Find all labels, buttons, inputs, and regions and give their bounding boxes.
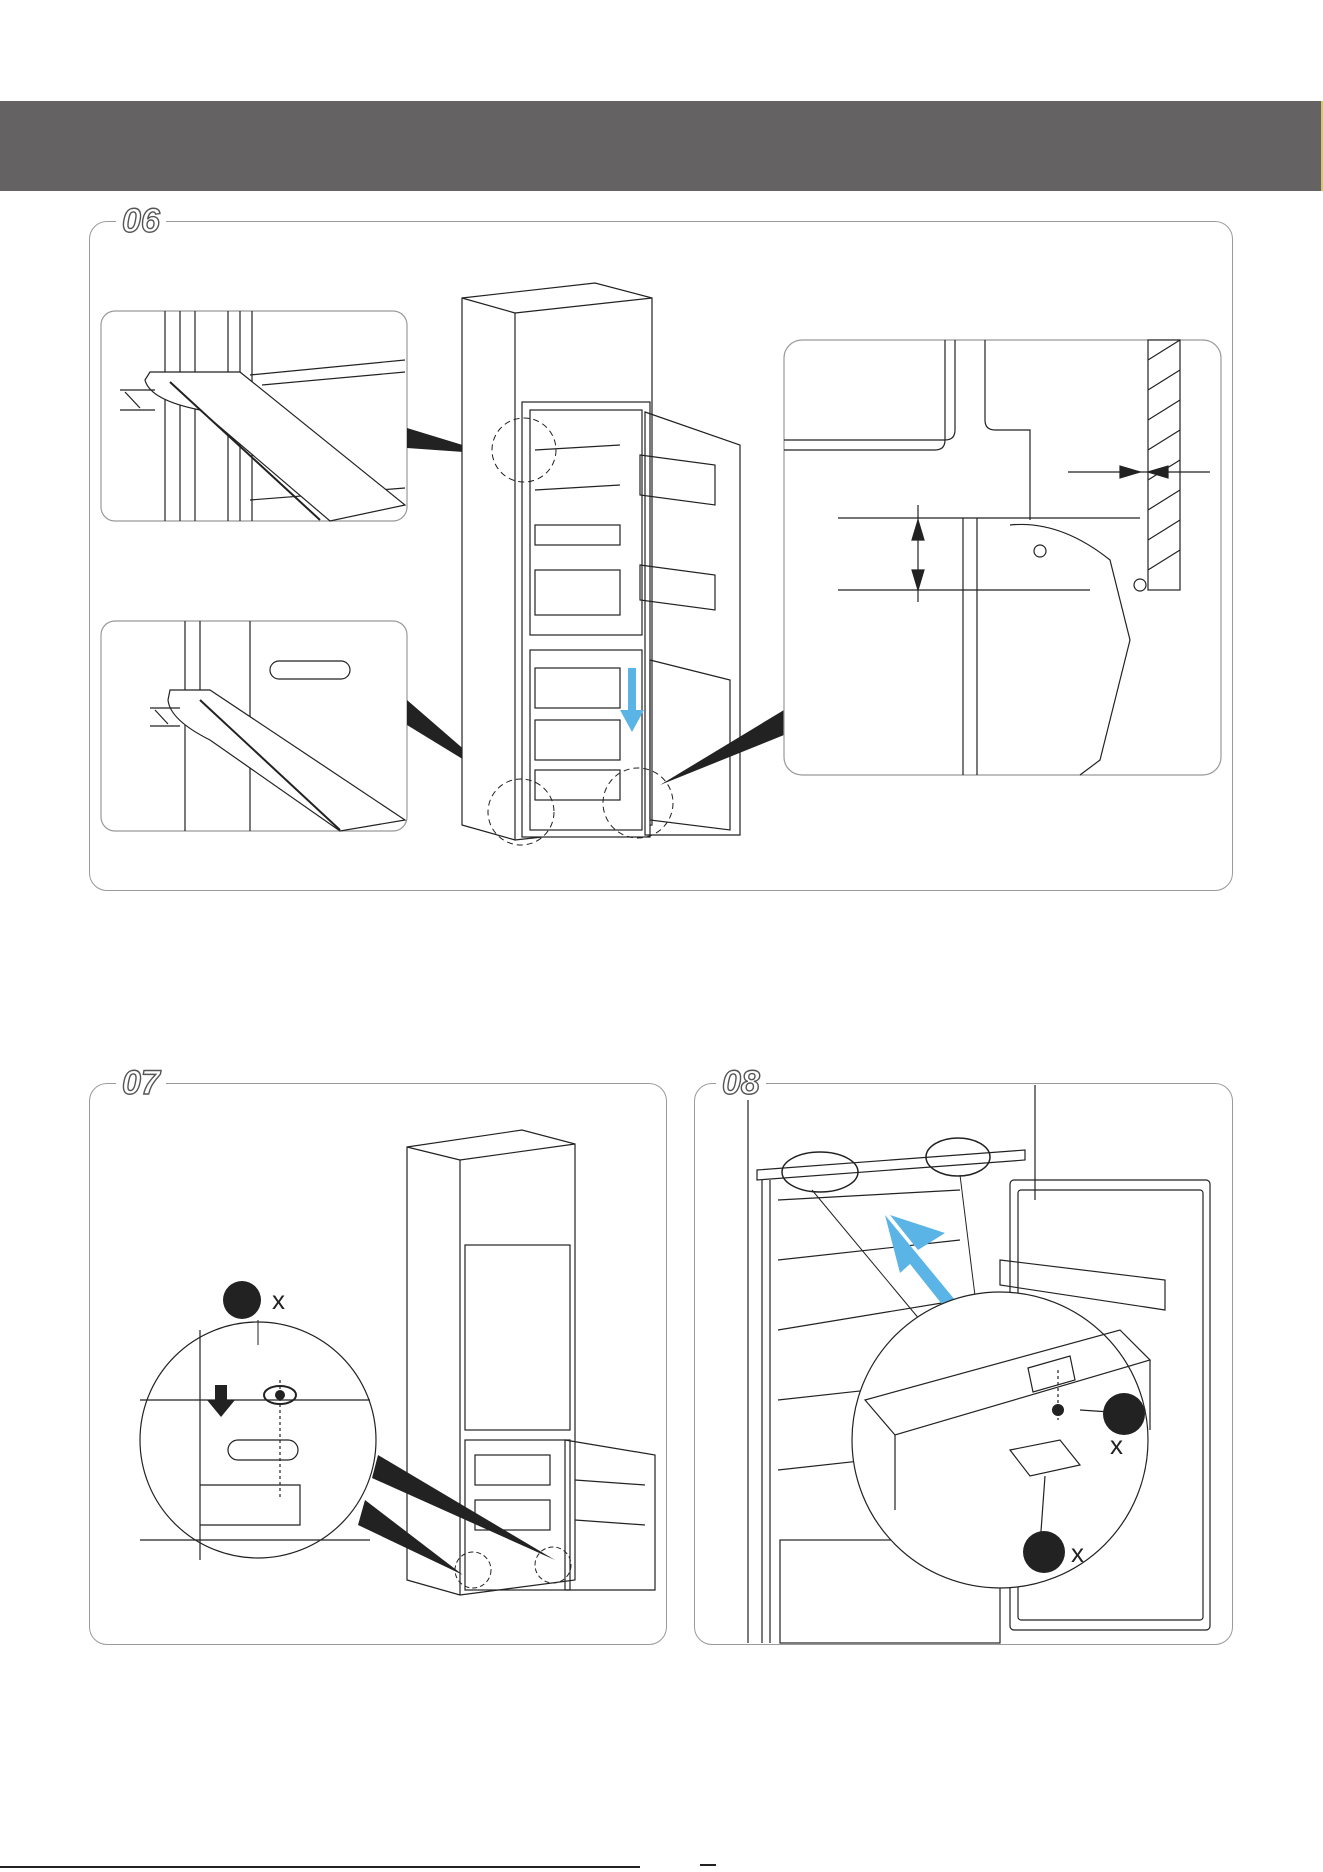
footer-mark xyxy=(700,1864,716,1866)
zoom-detail-bracket xyxy=(852,1292,1150,1588)
screw-icon xyxy=(1052,1404,1064,1416)
screw-quantity-top: x xyxy=(1110,1430,1123,1461)
footer-rule xyxy=(0,1866,640,1868)
screw-badge-top xyxy=(1103,1393,1145,1435)
highlight-ellipse xyxy=(782,1152,858,1192)
screw-quantity-bottom: x xyxy=(1071,1538,1084,1569)
screw-badge-bottom xyxy=(1023,1531,1065,1573)
